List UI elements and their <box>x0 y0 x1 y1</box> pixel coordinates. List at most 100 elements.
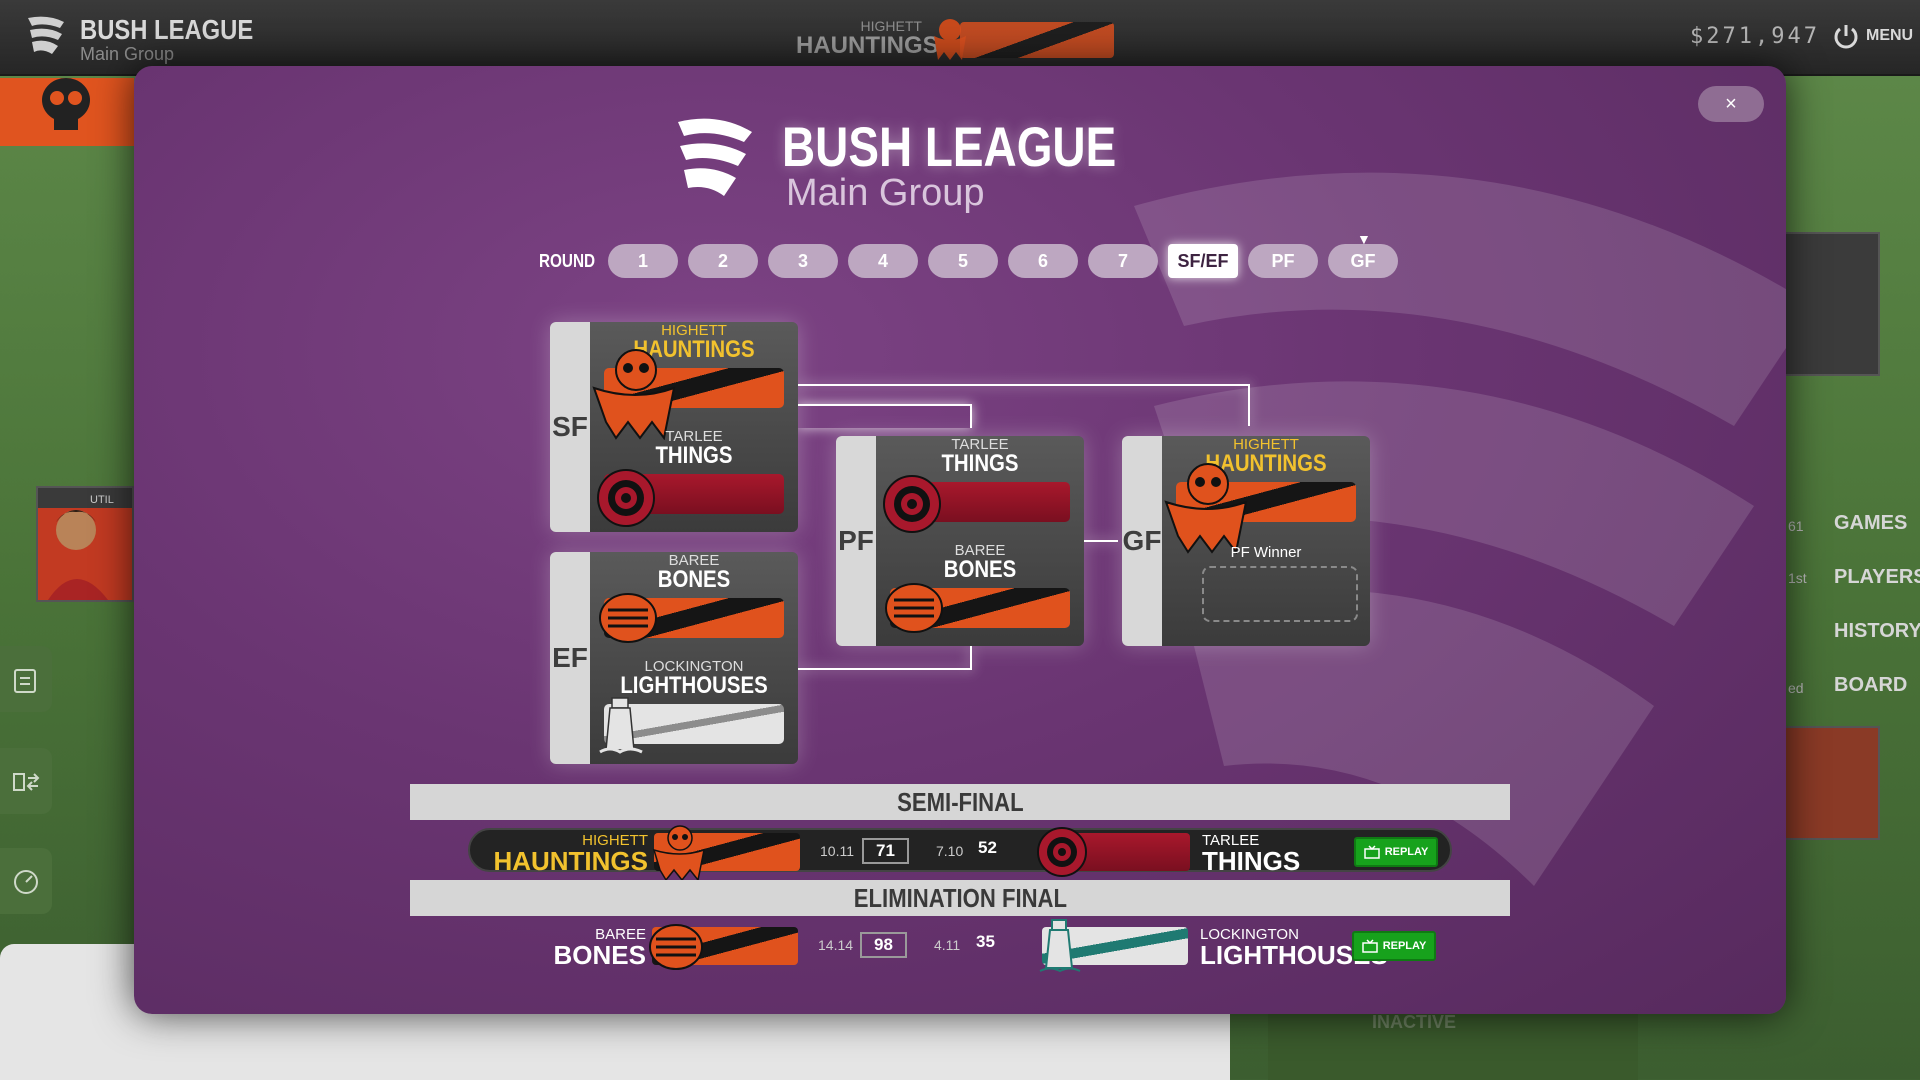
connector-sf-pf <box>798 404 972 428</box>
bg-team-small: HIGHETT <box>860 18 922 34</box>
bracket-team-away: LOCKINGTON LIGHTHOUSES <box>590 658 798 758</box>
connector-ef-pf <box>798 668 972 670</box>
bracket-tag-gf: GF <box>1122 436 1162 646</box>
team-location: LOCKINGTON <box>644 658 744 675</box>
tv-icon <box>1361 939 1378 953</box>
home-goals: 14.14 <box>818 937 854 953</box>
match-result-semi-final: HIGHETT HAUNTINGS 10.11 71 7.10 52 TARLE… <box>468 825 1452 882</box>
home-goals: 10.11 <box>820 843 854 859</box>
home-location: BAREE <box>595 926 646 943</box>
nav-games[interactable]: GAMES <box>1834 512 1908 534</box>
nav-history[interactable]: HISTORY <box>1834 620 1920 642</box>
menu-button[interactable]: MENU <box>1832 22 1913 50</box>
home-score: 98 <box>860 932 907 958</box>
section-title: ELIMINATION FINAL <box>853 883 1067 913</box>
logo-icon <box>678 118 752 196</box>
round-tab-2[interactable]: 2 <box>688 244 758 278</box>
away-goals: 7.10 <box>936 843 964 859</box>
bracket-card-pf[interactable]: PF TARLEE THINGS BAREE BONES <box>836 436 1084 646</box>
round-tab-7[interactable]: 7 <box>1088 244 1158 278</box>
team-name: THINGS <box>941 450 1019 477</box>
home-location: HIGHETT <box>582 832 648 849</box>
away-location: LOCKINGTON <box>1200 926 1299 943</box>
bg-nav-number: 1st <box>1788 570 1807 586</box>
away-score: 52 <box>978 838 997 857</box>
round-tab-6[interactable]: 6 <box>1008 244 1078 278</box>
target-icon <box>1037 827 1087 877</box>
round-tab-3[interactable]: 3 <box>768 244 838 278</box>
bracket-card-sf[interactable]: SF HIGHETT HAUNTINGS TARLEE THINGS <box>550 322 798 532</box>
clipboard-icon <box>14 669 36 693</box>
close-button[interactable]: × <box>1698 86 1764 122</box>
lighthouse-icon <box>1039 919 1081 973</box>
bracket-team-home: HIGHETT HAUNTINGS <box>590 322 798 440</box>
current-marker-icon: ▼ <box>1357 231 1371 247</box>
bracket-card-ef[interactable]: EF BAREE BONES LOCKINGTON LIGHTHOUSES <box>550 552 798 764</box>
finals-modal: × BUSH LEAGUE Main Group ROUND 1 2 3 4 5… <box>134 66 1786 1014</box>
team-name: BONES <box>943 556 1017 583</box>
nav-board[interactable]: BOARD <box>1834 674 1908 696</box>
bracket-card-gf[interactable]: GF HIGHETT HAUNTINGS PF Winner <box>1122 436 1370 646</box>
section-header-elimination-final: ELIMINATION FINAL <box>410 880 1510 916</box>
round-label: ROUND <box>538 250 596 271</box>
bracket-team-home: HIGHETT HAUNTINGS <box>1162 436 1370 554</box>
inactive-label: INACTIVE <box>1372 1012 1457 1032</box>
menu-label: MENU <box>1866 27 1914 44</box>
player-tag: UTIL <box>90 494 114 506</box>
section-title: SEMI-FINAL <box>896 787 1024 817</box>
away-goals: 4.11 <box>934 937 961 953</box>
gauge-button[interactable] <box>0 848 52 914</box>
bracket-team-away: TARLEE THINGS <box>590 428 798 528</box>
ghost-skull-icon <box>652 825 705 882</box>
replay-button-semi-final[interactable]: REPLAY <box>1354 837 1438 867</box>
bg-nav-number: ed <box>1788 680 1804 696</box>
team-location: HIGHETT <box>661 322 727 339</box>
replay-button-elimination-final[interactable]: REPLAY <box>1352 931 1436 961</box>
nav-players[interactable]: PLAYERS <box>1834 566 1920 588</box>
swap-button[interactable] <box>0 748 52 814</box>
connector-gf-drop <box>1248 384 1250 426</box>
group-subtitle: Main Group <box>786 172 985 214</box>
bones-icon <box>599 593 657 643</box>
bg-league-name: BUSH LEAGUE <box>80 14 254 45</box>
bracket-team-home: BAREE BONES <box>590 552 798 652</box>
bg-team-big: HAUNTINGS <box>796 32 939 59</box>
team-location: TARLEE <box>951 436 1009 453</box>
home-name: HAUNTINGS <box>493 846 648 876</box>
power-icon <box>1834 25 1858 49</box>
bracket-tag-ef: EF <box>550 552 590 764</box>
lighthouse-icon <box>599 697 643 754</box>
round-tab-5[interactable]: 5 <box>928 244 998 278</box>
team-name: BONES <box>657 566 731 593</box>
bones-icon <box>885 583 943 633</box>
player-card[interactable]: UTIL <box>36 486 134 602</box>
round-tab-sf-ef[interactable]: SF/EF <box>1168 244 1238 278</box>
swap-icon <box>13 773 40 791</box>
connector-ef-pf-up <box>970 646 972 670</box>
bones-icon <box>649 924 703 970</box>
bracket-team-away: BAREE BONES <box>876 542 1084 642</box>
tv-icon <box>1363 845 1380 859</box>
ghost-skull-icon <box>1164 463 1248 554</box>
round-selector: ROUND 1 2 3 4 5 6 7 SF/EF PF ▼ GF <box>534 231 1398 278</box>
home-score: 71 <box>862 838 909 864</box>
bracket-tag-sf: SF <box>550 322 590 532</box>
round-tab-pf[interactable]: PF <box>1248 244 1318 278</box>
away-name: THINGS <box>1202 846 1301 876</box>
round-tab-4[interactable]: 4 <box>848 244 918 278</box>
replay-label: REPLAY <box>1384 846 1429 858</box>
round-tab-gf[interactable]: ▼ GF <box>1328 231 1398 278</box>
round-tab-1[interactable]: 1 <box>608 244 678 278</box>
clipboard-button[interactable] <box>0 646 52 712</box>
bg-match-card <box>1774 232 1880 376</box>
bg-group-name: Main Group <box>80 44 175 64</box>
target-icon <box>883 475 941 533</box>
bg-team-bar <box>960 22 1114 58</box>
team-name: LIGHTHOUSES <box>620 672 768 699</box>
team-colour-bar <box>604 704 784 744</box>
ghost-skull-icon <box>592 349 676 440</box>
gauge-icon <box>14 870 38 894</box>
team-location: TARLEE <box>665 428 723 445</box>
ghost-skull-icon <box>934 19 966 60</box>
target-icon <box>597 469 655 527</box>
